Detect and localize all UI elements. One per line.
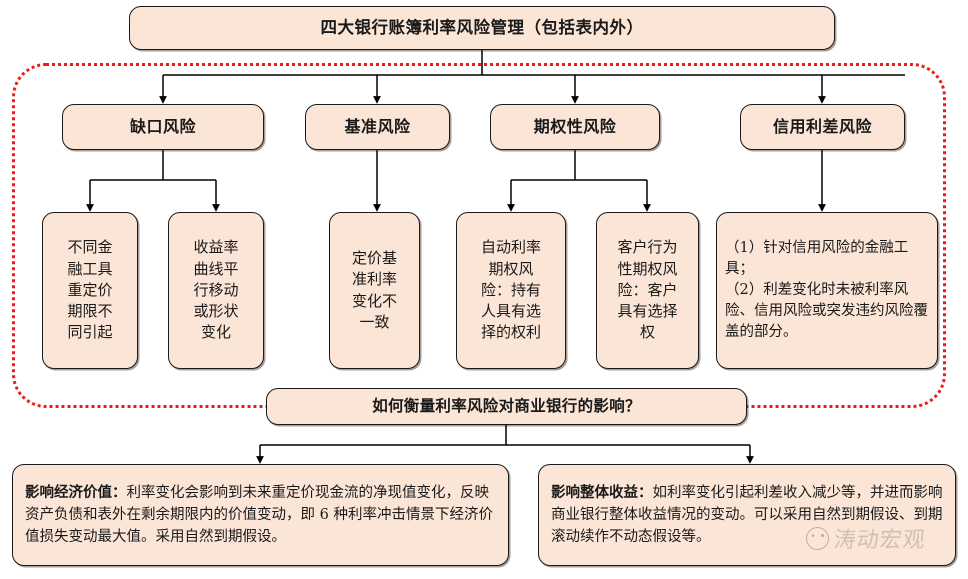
category-label: 期权性风险 [533,116,617,136]
outcome-lead: 影响经济价值： [25,483,127,501]
question-text: 如何衡量利率风险对商业银行的影响？ [372,396,641,416]
leaf-text: 定价基 准利率 变化不 一致 [351,248,397,331]
leaf-box-option-risk-1[interactable]: 自动利率 期权风 险：持有 人具有选 择的权利 [456,212,566,369]
leaf-box-credit-spread-risk-1[interactable]: （1）针对信用风险的金融工具； （2）利差变化时未被利率风险、信用风险或突发违约… [716,212,938,369]
leaf-box-basis-risk-1[interactable]: 定价基 准利率 变化不 一致 [329,212,420,369]
leaf-text: 自动利率 期权风 险：持有 人具有选 择的权利 [480,238,541,342]
category-box-gap-risk[interactable]: 缺口风险 [62,104,264,150]
leaf-box-option-risk-2[interactable]: 客户行为 性期权风 险：客户 具有选择 权 [596,212,699,369]
category-box-basis-risk[interactable]: 基准风险 [305,104,450,150]
outcome-body: 如利率变化引起利差收入减少等，并进而影响商业银行整体收益情况的变动。可以采用自然… [551,484,943,546]
category-label: 信用利差风险 [772,116,872,136]
leaf-text: 不同金 融工具 重定价 期限不 同引起 [67,238,113,342]
leaf-box-gap-risk-1[interactable]: 不同金 融工具 重定价 期限不 同引起 [42,212,138,369]
category-label: 缺口风险 [129,116,196,136]
outcome-box-overall-earnings[interactable]: 影响整体收益：如利率变化引起利差收入减少等，并进而影响商业银行整体收益情况的变动… [538,464,956,566]
outcome-text: 影响经济价值：利率变化会影响到未来重定价现金流的净现值变化，反映资产负债和表外在… [13,482,508,548]
outcome-text: 影响整体收益：如利率变化引起利差收入减少等，并进而影响商业银行整体收益情况的变动… [539,482,955,548]
leaf-text: 收益率 曲线平 行移动 或形状 变化 [193,238,239,342]
category-box-option-risk[interactable]: 期权性风险 [490,104,660,150]
category-label: 基准风险 [344,116,411,136]
outcome-box-economic-value[interactable]: 影响经济价值：利率变化会影响到未来重定价现金流的净现值变化，反映资产负债和表外在… [12,464,509,566]
outcome-body: 利率变化会影响到未来重定价现金流的净现值变化，反映资产负债和表外在剩余期限内的价… [25,484,493,546]
leaf-text: 客户行为 性期权风 险：客户 具有选择 权 [617,238,678,342]
outcome-lead: 影响整体收益： [551,483,653,501]
leaf-box-gap-risk-2[interactable]: 收益率 曲线平 行移动 或形状 变化 [168,212,264,369]
page-title-text: 四大银行账簿利率风险管理（包括表内外） [320,18,644,38]
leaf-text: （1）针对信用风险的金融工具； （2）利差变化时未被利率风险、信用风险或突发违约… [725,239,928,341]
question-box[interactable]: 如何衡量利率风险对商业银行的影响？ [266,388,747,425]
page-title: 四大银行账簿利率风险管理（包括表内外） [129,6,835,50]
category-box-credit-spread-risk[interactable]: 信用利差风险 [740,104,905,150]
